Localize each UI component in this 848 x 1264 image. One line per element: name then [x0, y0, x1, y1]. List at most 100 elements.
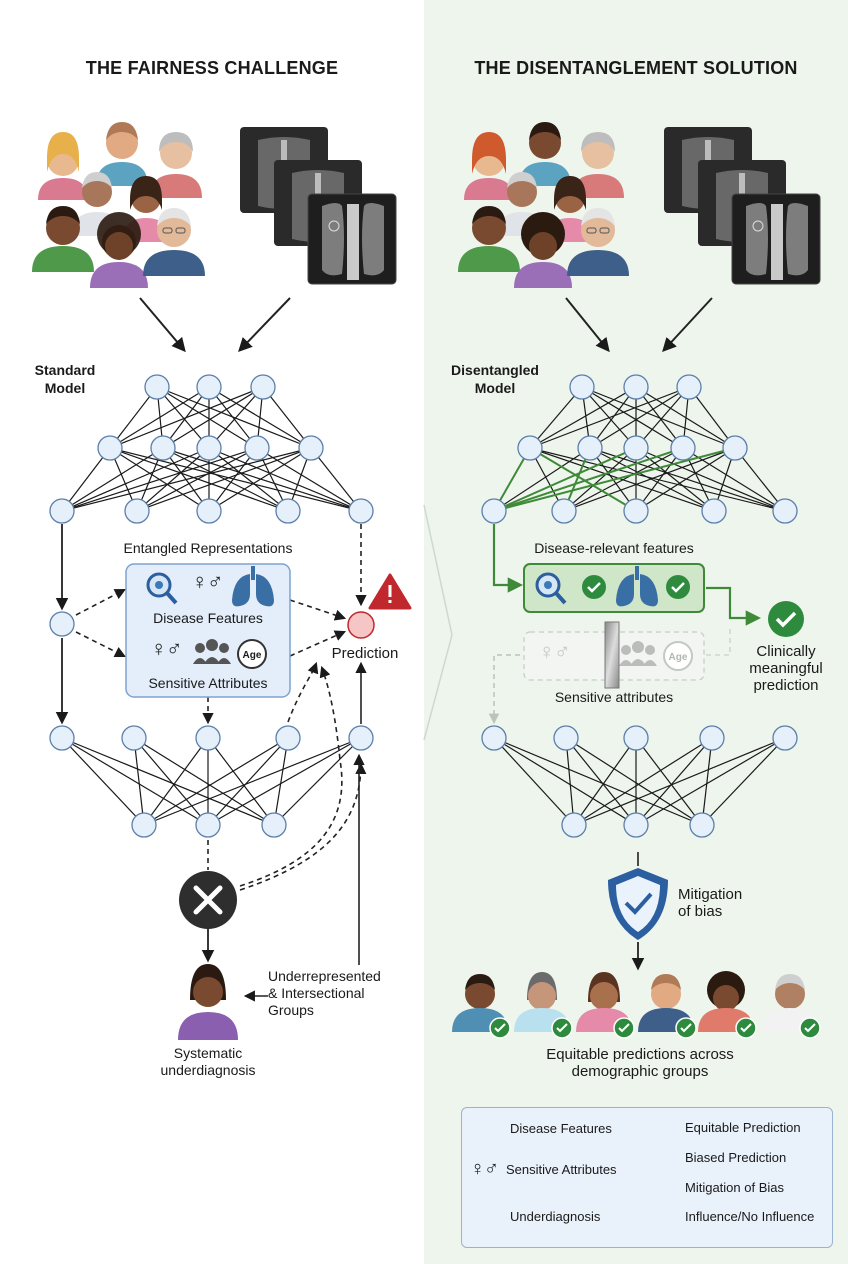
person-avatar — [519, 122, 571, 186]
standard-model-label: Standard Model — [20, 361, 110, 397]
person-avatar — [32, 206, 94, 272]
standard-network-nodes — [49, 374, 374, 838]
underdiagnosis-x-icon — [179, 871, 237, 929]
influence-arrow — [289, 599, 347, 621]
legend-box — [461, 1107, 833, 1248]
prediction-node — [347, 611, 375, 639]
lungs-icon — [232, 566, 274, 607]
clinically-meaningful-prediction-label: Clinically meaningful prediction — [736, 643, 836, 694]
panel-divider-chevron — [423, 504, 453, 741]
input-arrow — [565, 297, 610, 353]
label-line: Clinically — [756, 643, 816, 660]
person-avatar — [96, 122, 148, 186]
barrier-icon — [604, 621, 620, 689]
check-icon — [582, 575, 606, 599]
label-line: of bias — [678, 903, 723, 920]
label-line: prediction — [753, 677, 819, 694]
sex-symbols-icon: ♀♂ — [150, 636, 183, 661]
disease-relevant-features-label: Disease-relevant features — [534, 540, 694, 556]
person-avatar — [698, 971, 757, 1039]
person-avatar — [762, 974, 821, 1039]
label-line: Groups — [268, 1002, 314, 1018]
label-line: meaningful — [749, 660, 823, 677]
person-avatar — [458, 206, 520, 272]
sex-symbols-icon: ♀♂ — [470, 1158, 499, 1180]
disease-relevant-features-box — [523, 563, 705, 613]
age-badge-label: Age — [668, 652, 688, 663]
legend-label: Sensitive Attributes — [506, 1162, 617, 1177]
person-avatar — [464, 132, 514, 200]
standard-network-bottom-edges — [61, 737, 362, 826]
magnifier-icon — [146, 572, 178, 605]
xray-image — [731, 193, 821, 285]
legend-biased-prediction: Biased Prediction — [685, 1150, 787, 1165]
group-icon — [193, 639, 231, 664]
right-panel-title: THE DISENTANGLEMENT SOLUTION — [474, 58, 798, 78]
disease-pathway-arrow — [492, 524, 524, 593]
group-icon — [619, 641, 657, 666]
legend-underdiagnosis: Underdiagnosis — [510, 1209, 601, 1224]
model-label-line: Disentangled — [451, 362, 539, 378]
disentangled-network-bottom-edges — [493, 737, 786, 826]
underdiagnosed-person-avatar — [178, 964, 238, 1040]
lungs-icon — [616, 566, 658, 607]
legend-sensitive-attributes: ♀♂ Sensitive Attributes — [470, 1158, 617, 1181]
chest-xray-stack — [240, 127, 397, 285]
equitable-groups-row — [452, 971, 821, 1039]
entangled-representations-label: Entangled Representations — [123, 540, 293, 556]
person-avatar — [143, 208, 205, 276]
disentangled-model-label: Disentangled Model — [440, 361, 550, 397]
person-avatar — [576, 972, 635, 1039]
diverse-patients-group — [32, 122, 205, 288]
person-avatar — [452, 974, 511, 1039]
magnifier-icon — [535, 572, 567, 605]
influence-arrow — [75, 588, 126, 616]
model-label-line: Model — [44, 380, 86, 396]
label-line: Underrepresented — [268, 968, 381, 984]
label-line: underdiagnosis — [160, 1062, 256, 1078]
xray-image — [307, 193, 397, 285]
disease-features-label: Disease Features — [153, 610, 263, 626]
standard-network-top-edges — [61, 386, 362, 512]
prediction-pathway-arrow — [706, 586, 762, 626]
influence-arrow — [239, 665, 343, 887]
shield-icon — [608, 868, 668, 940]
label-line: & Intersectional — [268, 985, 365, 1001]
underrepresented-groups-label: Underrepresented & Intersectional Groups — [268, 968, 418, 1019]
equitable-predictions-label: Equitable predictions across demographic… — [494, 1046, 786, 1080]
person-avatar — [90, 212, 148, 288]
label-line: demographic groups — [571, 1063, 709, 1080]
label-line: Equitable predictions across — [546, 1046, 734, 1063]
disentangled-network-nodes — [481, 374, 798, 838]
age-badge-icon — [663, 641, 693, 671]
model-label-line: Standard — [34, 362, 96, 378]
legend-disease-features: Disease Features — [510, 1121, 612, 1136]
person-avatar — [38, 132, 88, 200]
equitable-check-icon — [768, 601, 804, 637]
age-badge-icon — [237, 639, 267, 669]
check-icon — [666, 575, 690, 599]
person-avatar — [638, 974, 697, 1039]
influence-arrow — [239, 762, 367, 891]
age-badge-label: Age — [242, 650, 262, 661]
systematic-underdiagnosis-label: Systematic underdiagnosis — [128, 1045, 288, 1079]
input-arrow — [238, 297, 291, 353]
warning-icon — [368, 573, 412, 610]
input-arrow — [139, 297, 186, 353]
model-label-line: Model — [474, 380, 516, 396]
person-avatar — [567, 208, 629, 276]
diverse-patients-group-right — [458, 122, 629, 288]
person-avatar — [514, 972, 573, 1039]
prediction-label: Prediction — [331, 645, 399, 662]
legend-equitable-prediction: Equitable Prediction — [685, 1120, 801, 1135]
sensitive-attributes-label: Sensitive attributes — [554, 689, 674, 705]
influence-arrow — [289, 630, 347, 657]
sensitive-attributes-label: Sensitive Attributes — [148, 675, 268, 691]
legend-influence: Influence/No Influence — [685, 1209, 815, 1224]
mitigation-of-bias-label: Mitigation of bias — [678, 886, 788, 920]
sex-symbols-icon: ♀♂ — [191, 569, 224, 594]
influence-arrow — [75, 631, 127, 658]
blocked-influence-arrow — [706, 628, 731, 656]
input-arrow — [662, 297, 713, 353]
